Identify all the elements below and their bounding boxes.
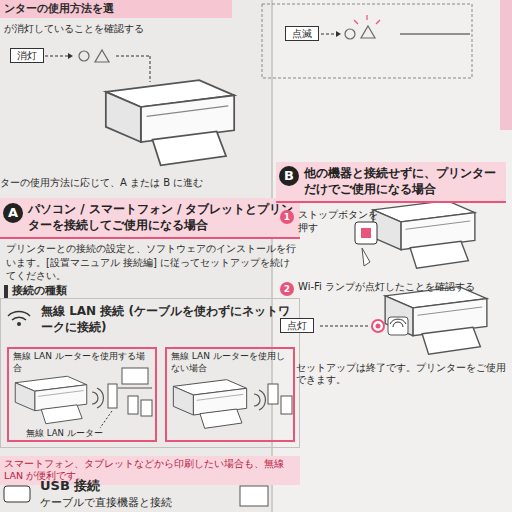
page-title: ンターの使用方法を選	[4, 2, 230, 16]
section-heading: パソコン / スマートフォン / タブレットとプリンターを接続してご使用になる場…	[0, 198, 300, 239]
instruction: が消灯していることを確認する	[4, 22, 234, 35]
instruction: ターの使用方法に応じて、A または B に進む	[0, 176, 290, 189]
lamp-blink-figure	[262, 4, 472, 78]
option-heading: 無線 LAN ルーターを使用しない場合	[171, 351, 289, 374]
lamp-state: 消灯	[10, 48, 44, 63]
step-text: Wi-Fi ランプが点灯したことを確認する	[298, 280, 503, 293]
step-number: 1	[280, 210, 294, 224]
section-a-panel: パソコン / スマートフォン / タブレットとプリンターを接続してご使用になる場…	[0, 198, 300, 498]
step-text: ストップボタンを押す	[298, 208, 378, 234]
section-heading: 他の機器と接続せずに、プリンターだけでご使用になる場合	[276, 162, 506, 203]
subheading: USB 接続	[40, 478, 100, 495]
closing-note: セットアップは終了です。プリンターをご使用できます。	[296, 362, 506, 387]
wireless-panel: 無線 LAN 接続 (ケーブルを使わずにネットワークに接続) 無線 LAN ルータ…	[0, 298, 300, 448]
subheading-note: ケーブルで直接機器と接続	[40, 496, 235, 510]
lamp-state: 点灯	[280, 318, 314, 333]
lamp-state: 点滅	[285, 26, 319, 41]
section-b-art	[320, 201, 487, 355]
step-number: 2	[280, 282, 294, 296]
option-heading: 無線 LAN ルーターを使用する場合	[13, 351, 151, 374]
page-fold	[272, 0, 512, 512]
section-badge: A	[3, 203, 23, 223]
panel-heading: 無線 LAN 接続 (ケーブルを使わずにネットワークに接続)	[41, 304, 291, 335]
lamp-off-figure	[40, 50, 234, 165]
device-label: 無線 LAN ルーター	[24, 428, 105, 439]
subheading: 接続の種類	[12, 284, 67, 298]
title-band	[0, 0, 232, 18]
section-body: プリンターとの接続の設定と、ソフトウェアのインストールを行います。[設置マニュア…	[6, 242, 296, 283]
section-b-panel: 他の機器と接続せずに、プリンターだけでご使用になる場合	[276, 162, 506, 208]
option-box: 無線 LAN ルーターを使用しない場合	[165, 347, 295, 442]
section-badge: B	[279, 166, 299, 186]
